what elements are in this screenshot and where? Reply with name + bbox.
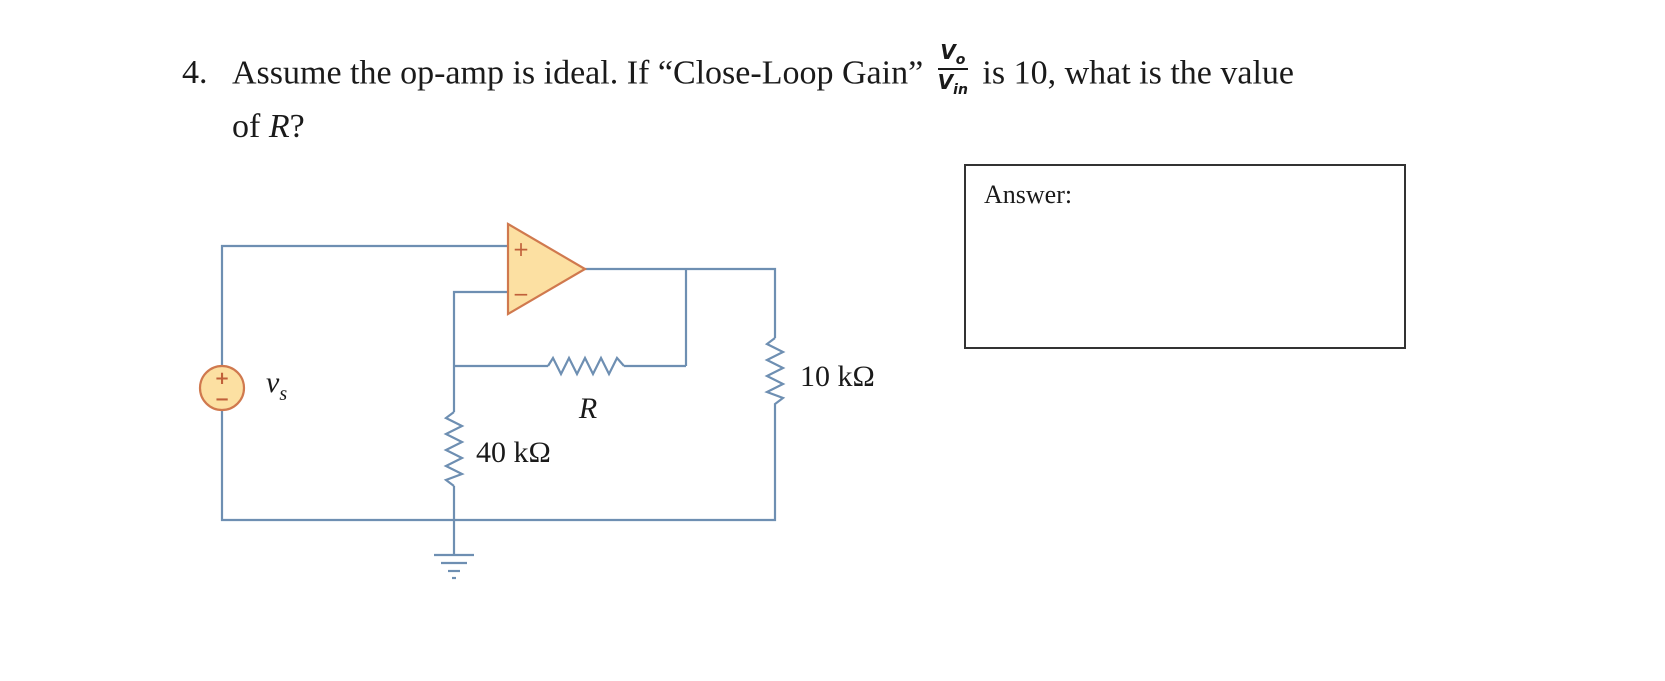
question-text-after: is 10, what is the value — [982, 54, 1295, 92]
feedback-resistor — [547, 355, 625, 377]
gain-fraction: Vo Vin — [937, 42, 968, 98]
source-plus-sign: + — [214, 368, 229, 389]
question-text-before: Assume the op-amp is ideal. If “Close-Lo… — [232, 54, 924, 92]
ground-resistor — [443, 411, 465, 487]
question-line-2: of R? — [232, 108, 305, 145]
question-number: 4. — [182, 54, 208, 92]
voltage-source — [198, 364, 246, 412]
opamp-minus-sign: − — [513, 282, 530, 306]
feedback-resistor-label: R — [578, 392, 597, 425]
answer-box[interactable]: Answer: — [964, 164, 1406, 349]
load-resistor — [764, 337, 786, 470]
opamp-triangle — [506, 222, 588, 316]
variable-r: R — [268, 108, 290, 145]
wire-minus-node — [452, 290, 508, 412]
load-resistor-label: 10 kΩ — [800, 360, 875, 393]
circuit-wires — [220, 244, 777, 555]
question-line-1: 4. Assume the op-amp is ideal. If “Close-… — [182, 42, 1295, 103]
fraction-numerator: Vo — [937, 42, 968, 70]
ground-resistor-label: 40 kΩ — [476, 436, 551, 469]
ground-symbol — [434, 553, 474, 580]
opamp-plus-sign: + — [513, 237, 530, 261]
wire-bottom-return — [220, 402, 777, 522]
source-minus-sign: − — [214, 389, 229, 410]
source-label: vs — [266, 366, 287, 405]
wire-output-to-load — [585, 267, 777, 338]
fraction-denominator: Vin — [937, 70, 968, 98]
wire-source-to-plus — [220, 244, 508, 375]
answer-label: Answer: — [984, 180, 1073, 209]
